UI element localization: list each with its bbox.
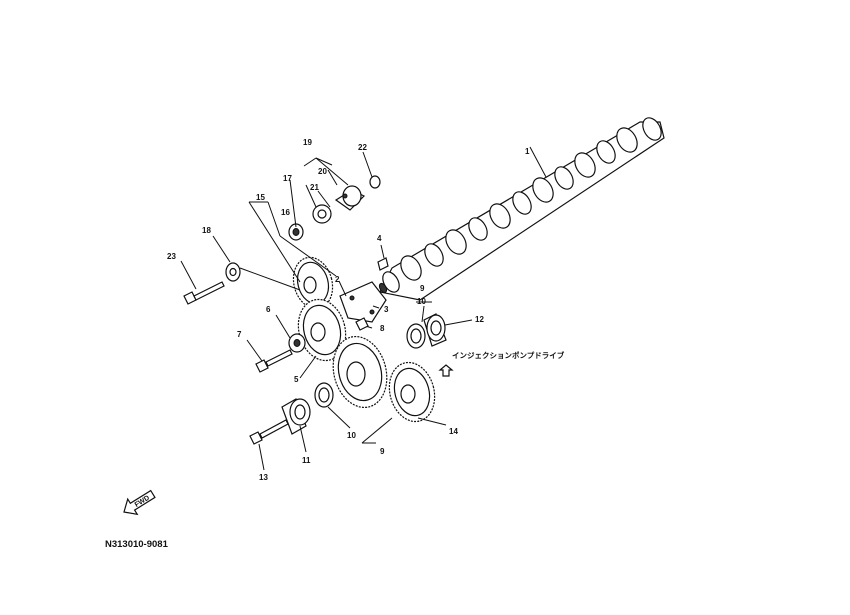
callout-17: 17 bbox=[283, 174, 292, 183]
callout-18: 18 bbox=[202, 226, 211, 235]
callout-1: 1 bbox=[525, 147, 530, 156]
callout-22: 22 bbox=[358, 143, 367, 152]
callout-21: 21 bbox=[310, 183, 319, 192]
drive-gear-5 bbox=[297, 298, 347, 362]
callout-20: 20 bbox=[318, 167, 327, 176]
thrust-plate bbox=[339, 281, 387, 323]
callout-6: 6 bbox=[266, 305, 271, 314]
idler-shaft-assembly bbox=[288, 175, 381, 241]
drawing-code: N313010-9081 bbox=[105, 539, 169, 550]
bushing-6 bbox=[288, 333, 306, 353]
callout-15: 15 bbox=[256, 193, 265, 202]
injection-pump-drive-label: インジェクションポンプドライブ bbox=[452, 350, 565, 360]
bolt-13 bbox=[249, 419, 289, 445]
cam-drive-gear-9 bbox=[332, 335, 388, 409]
callout-16: 16 bbox=[281, 208, 290, 217]
callout-12: 12 bbox=[475, 315, 484, 324]
camshaft bbox=[378, 117, 665, 301]
bolt-23 bbox=[183, 281, 225, 305]
callout-14: 14 bbox=[449, 427, 458, 436]
washer-18 bbox=[225, 262, 241, 282]
callout-10-upper: 10 bbox=[417, 297, 426, 306]
callout-8: 8 bbox=[380, 324, 385, 333]
callout-9-lower: 9 bbox=[380, 447, 385, 456]
idler-gear-upper bbox=[292, 256, 334, 310]
callout-5: 5 bbox=[294, 375, 299, 384]
key bbox=[377, 257, 389, 271]
callout-2: 2 bbox=[335, 275, 340, 284]
bushing-11 bbox=[281, 398, 311, 435]
callout-23: 23 bbox=[167, 252, 176, 261]
callout-19: 19 bbox=[303, 138, 312, 147]
bolt-8 bbox=[355, 317, 369, 331]
callout-13: 13 bbox=[259, 473, 268, 482]
fwd-arrow-icon: FWD bbox=[123, 489, 156, 516]
bearing-10 bbox=[314, 382, 334, 408]
drive-direction-arrow-icon bbox=[438, 364, 454, 377]
callout-7: 7 bbox=[237, 330, 242, 339]
callout-11: 11 bbox=[302, 456, 311, 465]
callout-4: 4 bbox=[377, 234, 382, 243]
injection-pump-drive-gear-14 bbox=[388, 361, 436, 423]
fwd-text: FWD bbox=[134, 495, 151, 509]
bolt-7 bbox=[255, 349, 293, 373]
bearing-12 bbox=[406, 313, 447, 349]
callout-9-upper: 9 bbox=[420, 284, 425, 293]
callout-3: 3 bbox=[384, 305, 389, 314]
callout-10-lower: 10 bbox=[347, 431, 356, 440]
